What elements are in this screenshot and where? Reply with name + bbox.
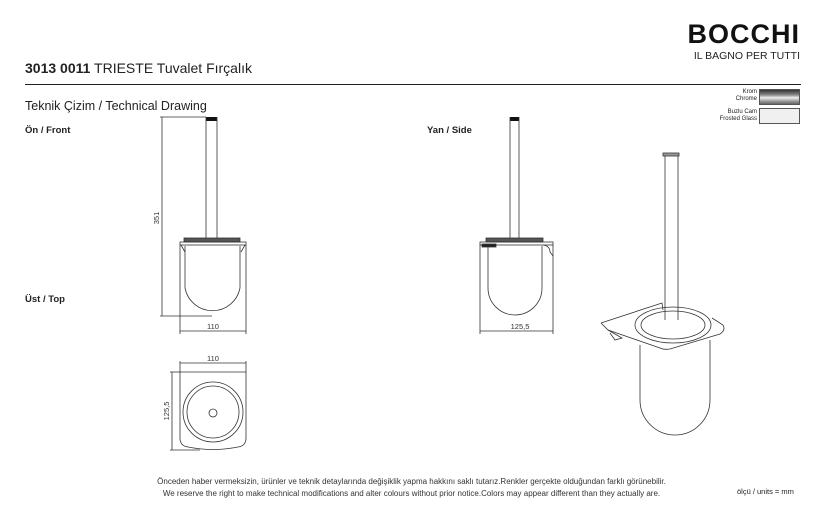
side-view-label: Yan / Side	[427, 125, 472, 136]
front-view-label: Ön / Front	[25, 125, 71, 136]
top-depth-dimension: 125,5	[162, 402, 171, 421]
brand-tagline: IL BAGNO PER TUTTI	[693, 50, 800, 62]
product-code: 3013 0011	[25, 60, 91, 76]
top-view-drawing	[170, 361, 247, 451]
header-divider	[25, 84, 801, 85]
isometric-view-drawing	[600, 152, 725, 436]
brand-logo: BOCCHI	[687, 19, 800, 49]
side-view-drawing	[479, 117, 554, 334]
finish-label-en: Chrome	[735, 96, 757, 102]
finish-label-tr: Buzlu Cam	[727, 109, 757, 115]
product-name: TRIESTE Tuvalet Fırçalık	[94, 60, 252, 76]
front-height-dimension: 351	[152, 212, 161, 225]
front-view-drawing	[160, 116, 247, 334]
finish-label-tr: Krom	[742, 89, 757, 95]
front-width-dimension: 110	[207, 322, 219, 331]
disclaimer-tr: Önceden haber vermeksizin, ürünler ve te…	[157, 477, 666, 486]
chrome-swatch	[759, 89, 800, 105]
product-title: 3013 0011 TRIESTE Tuvalet Fırçalık	[25, 60, 252, 76]
section-title: Teknik Çizim / Technical Drawing	[25, 99, 207, 113]
disclaimer-en: We reserve the right to make technical m…	[162, 489, 661, 498]
side-depth-dimension: 125,5	[511, 322, 530, 331]
top-view-label: Üst / Top	[25, 294, 65, 305]
top-width-dimension: 110	[207, 354, 219, 363]
frosted-glass-swatch	[759, 108, 800, 124]
finish-label-en: Frosted Glass	[719, 116, 757, 122]
units-note: ölçü / units = mm	[737, 487, 794, 496]
